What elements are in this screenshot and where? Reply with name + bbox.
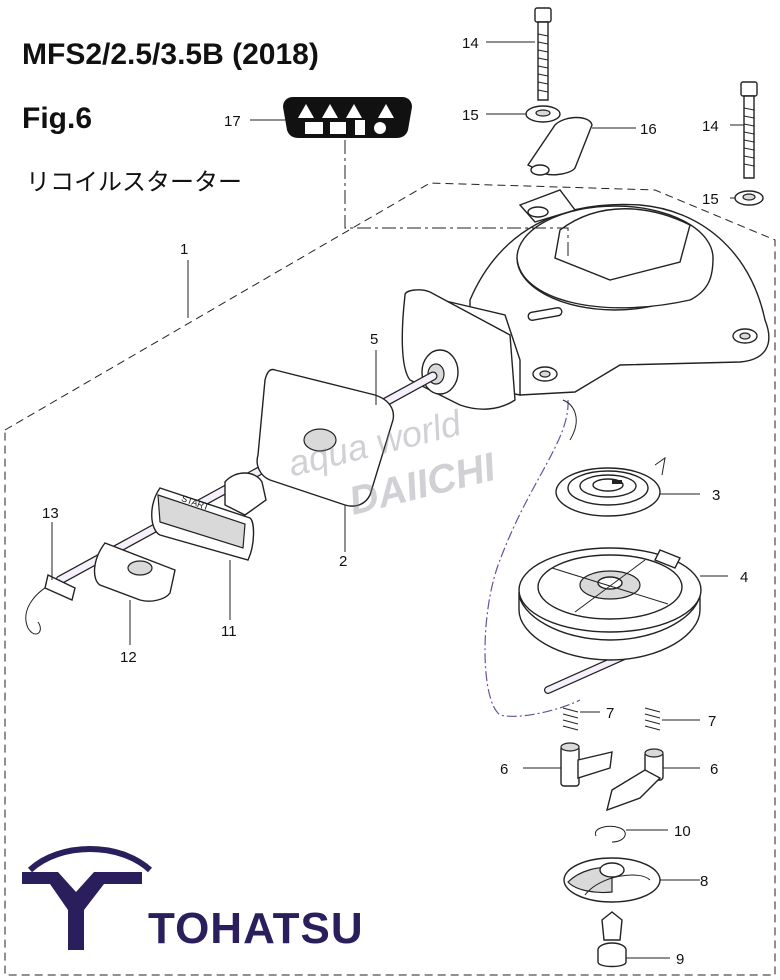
callout-8: 8 bbox=[700, 873, 708, 890]
tohatsu-logo-icon bbox=[22, 846, 153, 950]
handle-insert[interactable] bbox=[93, 542, 176, 602]
callout-6-right: 6 bbox=[710, 761, 718, 778]
rope-clamp[interactable] bbox=[526, 116, 593, 176]
callout-9: 9 bbox=[676, 951, 684, 968]
callout-labels: 1 2 3 4 5 6 6 7 7 8 9 10 11 12 13 14 14 … bbox=[42, 35, 748, 968]
callout-17: 17 bbox=[224, 113, 241, 130]
recoil-spring[interactable] bbox=[555, 456, 666, 517]
starter-handle[interactable]: START bbox=[151, 472, 267, 561]
callout-15-right: 15 bbox=[702, 191, 719, 208]
figure-number: Fig.6 bbox=[22, 102, 93, 135]
figure-subtitle: リコイルスターター bbox=[26, 168, 242, 196]
callout-10: 10 bbox=[674, 823, 691, 840]
assembly-outline bbox=[4, 182, 776, 976]
callout-6-left: 6 bbox=[500, 761, 508, 778]
bolt-right[interactable] bbox=[740, 81, 758, 179]
page-title: MFS2/2.5/3.5B (2018) bbox=[22, 38, 319, 71]
washer-right[interactable] bbox=[734, 190, 764, 206]
callout-7-right: 7 bbox=[708, 713, 716, 730]
callout-5: 5 bbox=[370, 331, 378, 348]
bolt-top[interactable] bbox=[534, 7, 552, 101]
callout-4: 4 bbox=[740, 569, 748, 586]
callout-14-right: 14 bbox=[702, 118, 719, 135]
friction-plate[interactable] bbox=[563, 857, 661, 903]
ratchet-spring-right[interactable] bbox=[644, 707, 661, 731]
snap-ring[interactable] bbox=[594, 825, 626, 843]
callout-13: 13 bbox=[42, 505, 59, 522]
rope-clip[interactable] bbox=[44, 573, 76, 601]
rope-guide-plate[interactable] bbox=[256, 368, 395, 507]
callout-3: 3 bbox=[712, 487, 720, 504]
warning-decal[interactable] bbox=[283, 97, 412, 138]
callout-11: 11 bbox=[221, 623, 237, 640]
callout-7-left: 7 bbox=[606, 705, 614, 722]
center-screw[interactable] bbox=[597, 911, 627, 968]
callout-16: 16 bbox=[640, 121, 657, 138]
reel[interactable] bbox=[518, 547, 702, 661]
callout-14-top: 14 bbox=[462, 35, 479, 52]
callout-15-top: 15 bbox=[462, 107, 479, 124]
starter-case[interactable] bbox=[401, 189, 770, 410]
callout-1: 1 bbox=[180, 241, 188, 258]
callout-2: 2 bbox=[339, 553, 347, 570]
callout-12: 12 bbox=[120, 649, 137, 666]
leader-lines bbox=[51, 41, 744, 959]
ratchet-right[interactable] bbox=[606, 748, 664, 812]
washer-top[interactable] bbox=[525, 105, 561, 123]
ratchet-left[interactable] bbox=[560, 742, 613, 787]
ratchet-spring-left[interactable] bbox=[562, 707, 579, 731]
brand-name: TOHATSU bbox=[148, 904, 364, 953]
